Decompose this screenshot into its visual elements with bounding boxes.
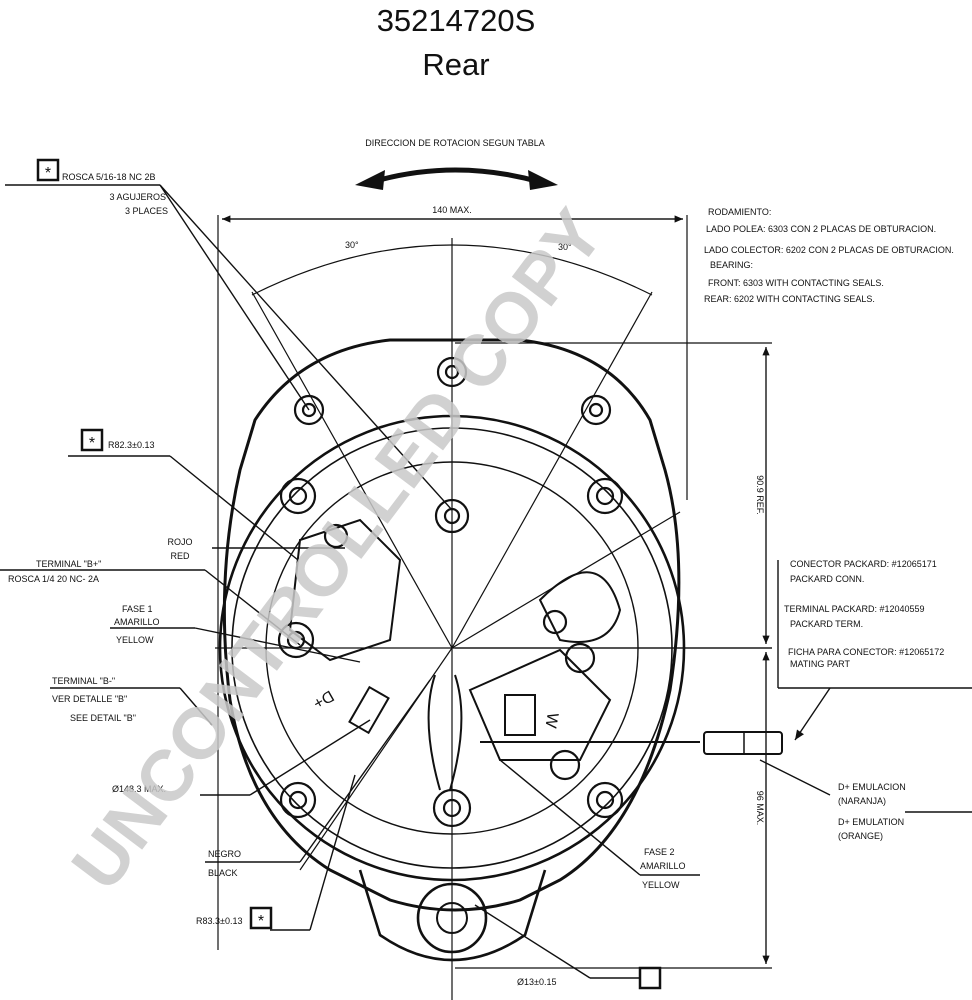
- d-emul-es-label: D+ EMULACION: [838, 782, 906, 792]
- symbol-boxes: [36, 158, 662, 990]
- holes-es-callout: 3 AGUJEROS: [109, 192, 166, 202]
- svg-text:PACKARD CONN.: PACKARD CONN.: [790, 574, 864, 584]
- svg-text:LADO POLEA: 6303 CON 2 PLACAS: LADO POLEA: 6303 CON 2 PLACAS DE OBTURAC…: [706, 224, 936, 234]
- svg-text:PACKARD TERM.: PACKARD TERM.: [790, 619, 863, 629]
- diameter-body-label: Ø148.3 MAX.: [112, 784, 166, 794]
- terminal-b-minus-label: TERMINAL "B-": [52, 676, 115, 686]
- negro-label: NEGRO: [208, 849, 241, 859]
- svg-text:RODAMIENTO:: RODAMIENTO:: [708, 207, 771, 217]
- w-mark: W: [541, 711, 561, 730]
- amarillo1-label: AMARILLO: [114, 617, 160, 627]
- diameter-hole-label: Ø13±0.15: [517, 977, 556, 987]
- view-title: Rear: [422, 47, 490, 82]
- thread-callout: ROSCA 5/16-18 NC 2B: [62, 172, 156, 182]
- max-height-label: 96 MAX.: [755, 791, 765, 826]
- width-dimension: [217, 215, 688, 950]
- r-lower-label: R83.3±0.13: [196, 916, 242, 926]
- yellow1-label: YELLOW: [116, 635, 154, 645]
- d-plus-mark: D+: [310, 687, 337, 712]
- svg-text:FRONT: 6303 WITH CONTACTING SE: FRONT: 6303 WITH CONTACTING SEALS.: [708, 278, 884, 288]
- angle-arc: [251, 238, 653, 649]
- svg-text:TERMINAL PACKARD: #12040559: TERMINAL PACKARD: #12040559: [784, 604, 925, 614]
- see-detail-label: SEE DETAIL "B": [70, 713, 136, 723]
- rosca-b-plus-label: ROSCA 1/4 20 NC- 2A: [8, 574, 99, 584]
- rotation-note: DIRECCION DE ROTACION SEGUN TABLA: [365, 138, 545, 148]
- terminal-b-plus-label: TERMINAL "B+": [36, 559, 101, 569]
- part-number-title: 35214720S: [376, 3, 536, 38]
- d-emul-en-color-label: (ORANGE): [838, 831, 883, 841]
- d-emul-en-label: D+ EMULATION: [838, 817, 904, 827]
- rojo-label: ROJO: [167, 537, 192, 547]
- d-plus-wire: [480, 731, 783, 755]
- max-width-label: 140 MAX.: [432, 205, 472, 215]
- leader-lines: [0, 184, 972, 979]
- svg-text:CONECTOR PACKARD: #12065171: CONECTOR PACKARD: #12065171: [790, 559, 937, 569]
- angle-right-label: 30°: [558, 242, 572, 252]
- ref-height-label: 90.9 REF.: [755, 475, 765, 515]
- r-upper-label: R82.3±0.13: [108, 440, 154, 450]
- red-label: RED: [170, 551, 190, 561]
- svg-text:FICHA PARA CONECTOR: #12065172: FICHA PARA CONECTOR: #12065172: [788, 647, 944, 657]
- fase1-label: FASE 1: [122, 604, 153, 614]
- svg-text:LADO COLECTOR: 6202 CON 2 PLAC: LADO COLECTOR: 6202 CON 2 PLACAS DE OBTU…: [704, 245, 954, 255]
- d-emul-es-color-label: (NARANJA): [838, 796, 886, 806]
- symbol-upper: *: [45, 165, 51, 182]
- uncontrolled-copy-watermark: UNCONTROLLED COPY: [57, 195, 619, 904]
- packard-notes: CONECTOR PACKARD: #12065171 PACKARD CONN…: [784, 559, 944, 669]
- ver-detalle-label: VER DETALLE "B": [52, 694, 127, 704]
- svg-text:BEARING:: BEARING:: [710, 260, 753, 270]
- symbol-r82: *: [89, 435, 95, 452]
- bearing-notes: RODAMIENTO: LADO POLEA: 6303 CON 2 PLACA…: [704, 207, 954, 304]
- rotation-arrow: [355, 167, 558, 190]
- fase2-label: FASE 2: [644, 847, 675, 857]
- holes-en-callout: 3 PLACES: [125, 206, 168, 216]
- black-label: BLACK: [208, 868, 238, 878]
- symbol-r83: *: [258, 913, 264, 930]
- svg-text:REAR: 6202 WITH CONTACTING SEA: REAR: 6202 WITH CONTACTING SEALS.: [704, 294, 875, 304]
- svg-text:MATING PART: MATING PART: [790, 659, 851, 669]
- amarillo2-label: AMARILLO: [640, 861, 686, 871]
- angle-left-label: 30°: [345, 240, 359, 250]
- yellow2-label: YELLOW: [642, 880, 680, 890]
